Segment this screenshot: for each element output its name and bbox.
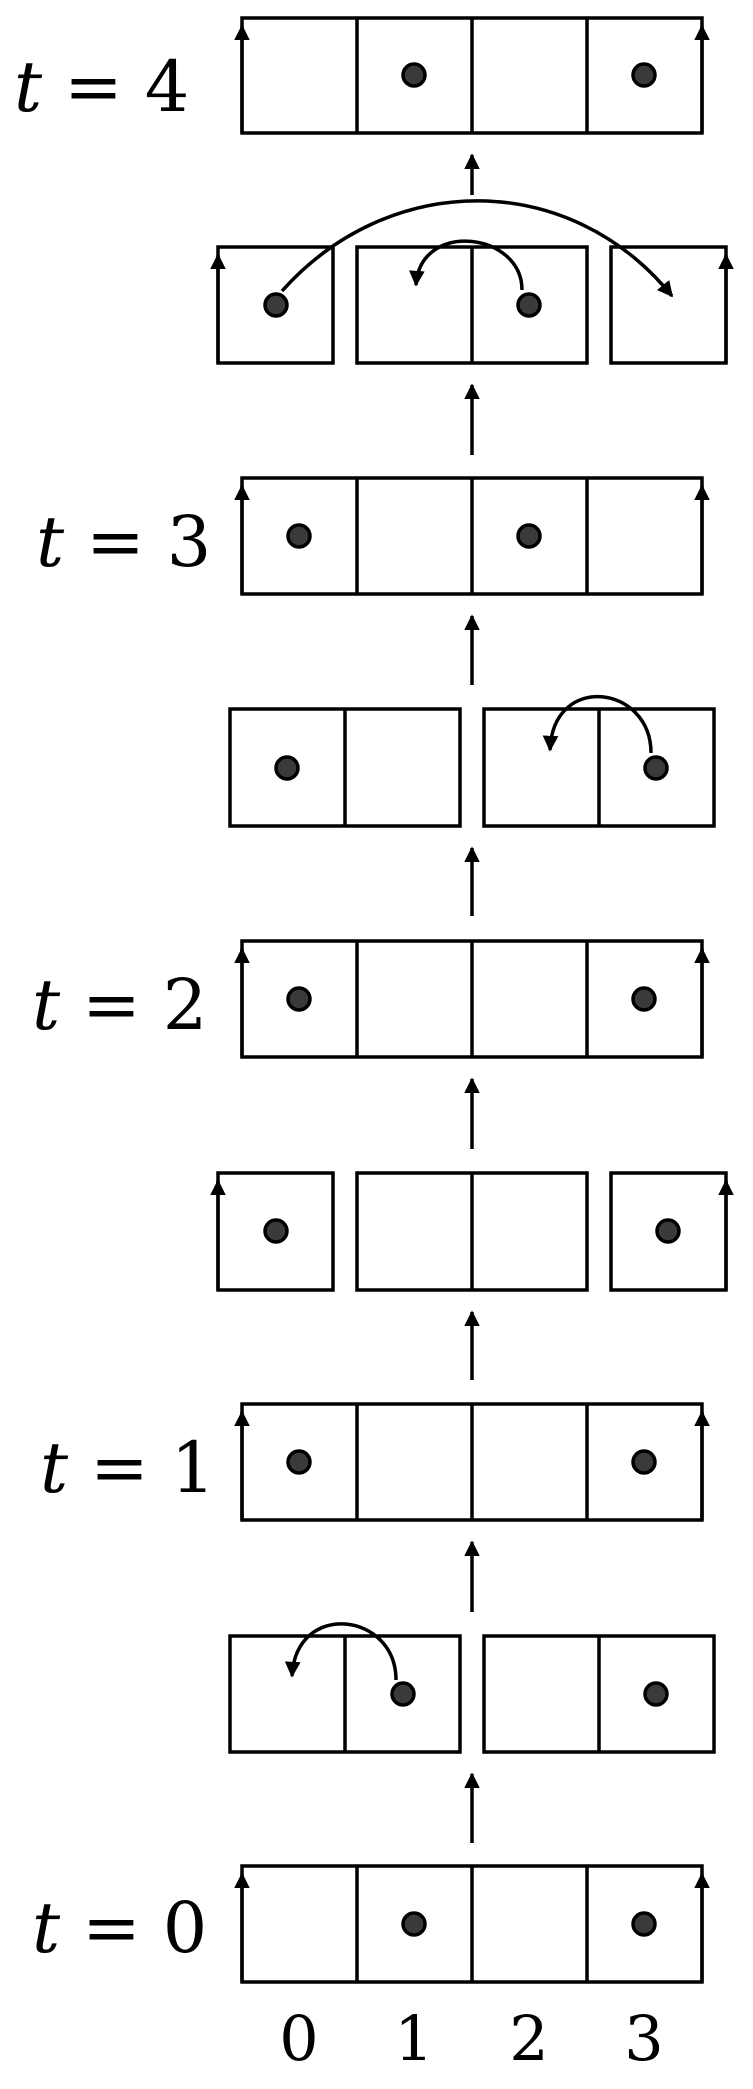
row-2b-cells (228, 707, 716, 828)
particle (516, 523, 542, 549)
hop-arrow (542, 695, 653, 754)
particle (263, 1218, 289, 1244)
row-t4-boundary-arrows (234, 24, 710, 133)
hop-arrow (284, 1622, 398, 1681)
column-label-3: 3 (624, 2002, 663, 2075)
row-3b-cells (216, 245, 728, 365)
time-label-t2: t=2 (32, 964, 207, 1046)
column-label-0: 0 (279, 2002, 318, 2075)
particle (631, 1911, 657, 1937)
row-t1-boundary-arrows (234, 1410, 710, 1520)
particle (655, 1218, 681, 1244)
hop-arrow (409, 239, 524, 291)
time-label-t4: t=4 (14, 46, 189, 128)
row-t3-boundary-arrows (234, 484, 710, 594)
particle (263, 292, 289, 318)
particle (401, 1911, 427, 1937)
time-label-t0: t=0 (32, 1887, 207, 1969)
row-3b-boundary-arrows (210, 253, 734, 363)
particle (286, 986, 312, 1012)
particle (643, 755, 669, 781)
particle (401, 62, 427, 88)
particle (631, 1449, 657, 1475)
particle (516, 292, 542, 318)
column-label-2: 2 (509, 2002, 548, 2075)
particle (631, 986, 657, 1012)
particle (286, 1449, 312, 1475)
particle (390, 1681, 416, 1707)
particle (286, 523, 312, 549)
time-label-t1: t=1 (40, 1427, 215, 1509)
row-1b-cells (216, 1171, 728, 1292)
particle (643, 1681, 669, 1707)
row-t2-boundary-arrows (234, 947, 710, 1057)
column-label-1: 1 (394, 2002, 433, 2075)
row-1b-boundary-arrows (210, 1179, 734, 1290)
row-t0-boundary-arrows (234, 1872, 710, 1982)
hop-arrow (280, 199, 674, 298)
time-label-t3: t=3 (36, 501, 211, 583)
row-0b-cells (228, 1634, 716, 1754)
particle (631, 62, 657, 88)
particle (274, 755, 300, 781)
